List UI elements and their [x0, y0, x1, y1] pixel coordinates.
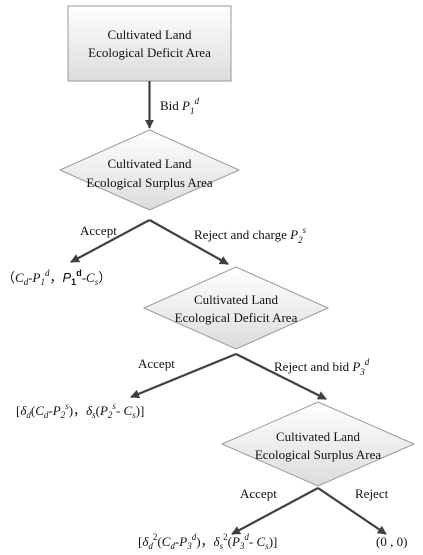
edge-label-accept-1: Accept — [80, 223, 117, 238]
node-surplus-area-2 — [220, 401, 416, 487]
edge-label-reject-charge: Reject and charge P2s — [194, 225, 307, 245]
edge-accept-1-arrow — [70, 219, 151, 263]
node-deficit-area-root — [67, 5, 232, 82]
payoff-accept-2: [δd(Cd-P2s)，δs(P2s- Cs)] — [16, 401, 144, 420]
node-surplus-area-1 — [58, 129, 241, 211]
payoff-accept-3: [δd2(Cd-P3d)，δs2(P3d- Cs)] — [138, 532, 277, 550]
edge-label-accept-2: Accept — [138, 356, 175, 371]
node-deficit-area-root-line2: Ecological Deficit Area — [88, 45, 211, 60]
edge-label-bid: Bid P1d — [160, 96, 200, 116]
node-deficit-area-2 — [142, 266, 330, 350]
node-deficit-area-root-line1: Cultivated Land — [107, 27, 192, 42]
node-surplus-area-2-line1: Cultivated Land — [276, 429, 361, 444]
edge-accept-2-arrow — [130, 352, 237, 399]
edge-reject-1-arrow — [148, 219, 229, 265]
edge-label-reject-bid: Reject and bid P3d — [274, 357, 370, 377]
node-deficit-area-2-line2: Ecological Deficit Area — [175, 310, 298, 325]
edge-accept-3-arrow — [231, 487, 319, 535]
edge-label-reject-3: Reject — [355, 486, 389, 501]
edge-reject-3-arrow — [317, 487, 387, 535]
node-deficit-area-2-line1: Cultivated Land — [194, 292, 279, 307]
payoff-accept-1: （Cd-P1d，P1d-Cs） — [2, 268, 111, 287]
edge-reject-2-arrow — [235, 353, 327, 400]
node-surplus-area-1-line2: Ecological Surplus Area — [86, 175, 213, 190]
node-surplus-area-1-line1: Cultivated Land — [107, 156, 192, 171]
node-surplus-area-2-line2: Ecological Surplus Area — [255, 447, 382, 462]
payoff-reject-3: (0 , 0) — [376, 534, 407, 549]
edge-label-accept-3: Accept — [240, 486, 277, 501]
